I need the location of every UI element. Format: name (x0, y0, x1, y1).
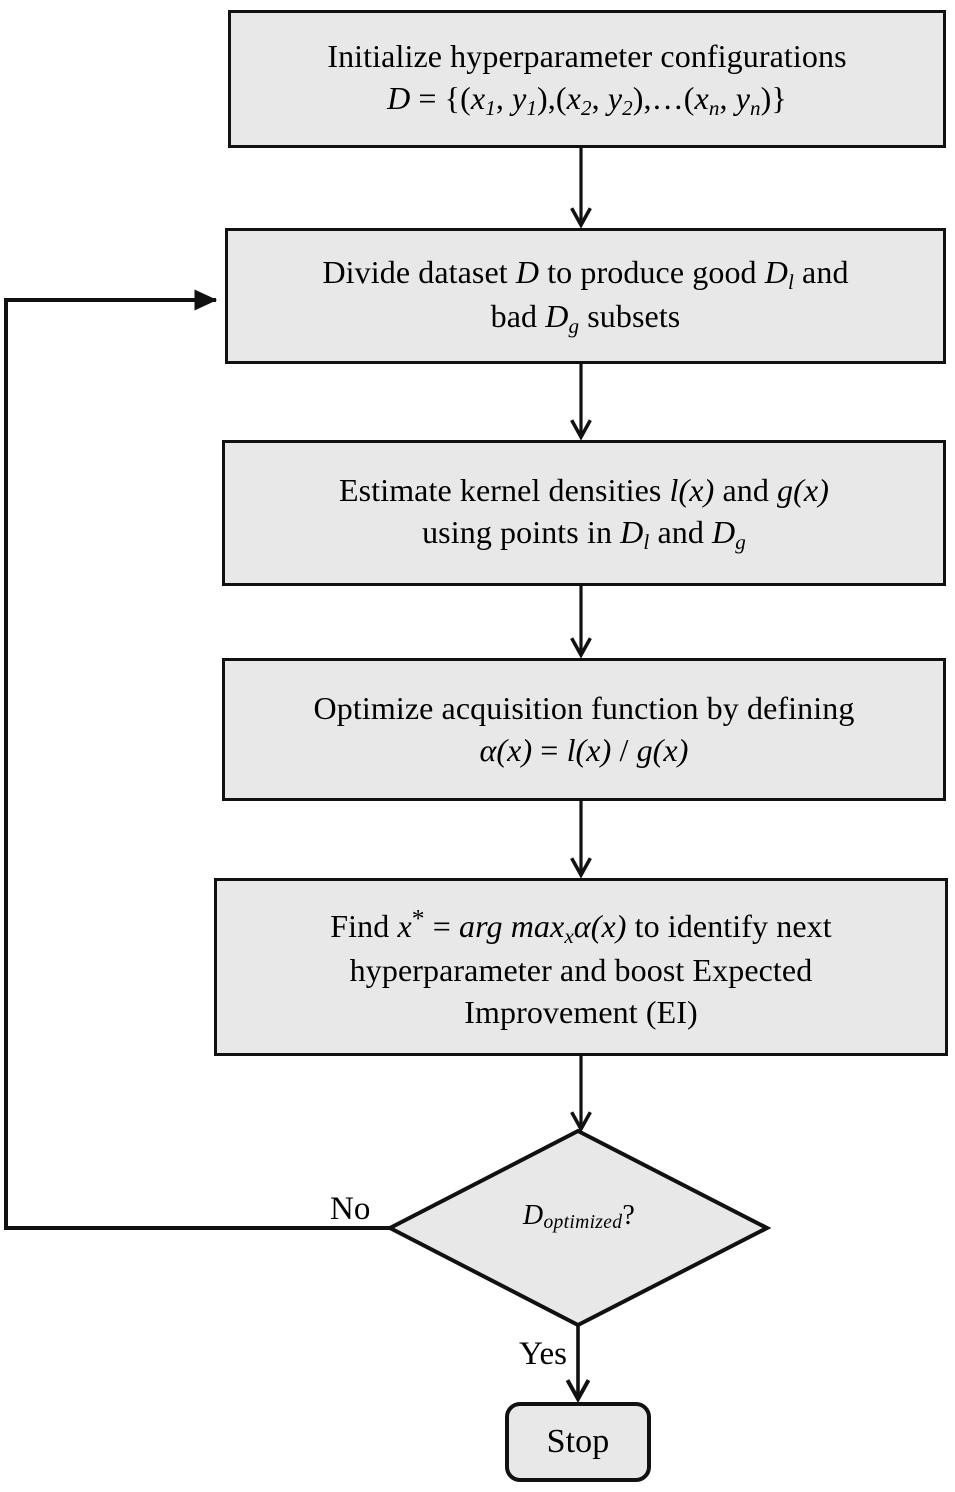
node-estimate-densities-line1: Estimate kernel densities l(x) and g(x) (339, 472, 829, 509)
node-divide-dataset-text: Divide dataset D to produce good Dl and … (228, 252, 943, 341)
node-divide-dataset-line1: Divide dataset D to produce good Dl and (322, 253, 849, 294)
edge-label-yes: Yes (519, 1336, 568, 1372)
node-optimize-acquisition-line1: Optimize acquisition function by definin… (313, 689, 855, 726)
node-find-argmax-line3: Improvement (EI) (464, 993, 698, 1030)
node-optimize-acquisition[interactable]: Optimize acquisition function by definin… (222, 658, 946, 801)
node-find-argmax[interactable]: Find x* = arg maxxα(x) to identify next … (214, 878, 948, 1056)
node-divide-dataset-line2: bad Dg subsets (490, 298, 681, 338)
node-estimate-densities-line2: using points in Dl and Dg (422, 513, 746, 554)
node-stop-label: Stop (546, 1422, 610, 1460)
node-estimate-densities-text: Estimate kernel densities l(x) and g(x) … (225, 470, 943, 556)
node-find-argmax-line1: Find x* = arg maxxα(x) to identify next (330, 902, 832, 948)
node-find-argmax-text: Find x* = arg maxxα(x) to identify next … (217, 901, 945, 1033)
node-initialize-text: Initialize hyperparameter configurations… (231, 36, 943, 122)
node-optimize-acquisition-line2: α(x) = l(x) / g(x) (479, 731, 689, 768)
node-stop[interactable]: Stop (505, 1402, 651, 1482)
edge-label-no: No (330, 1191, 371, 1227)
node-divide-dataset[interactable]: Divide dataset D to produce good Dl and … (225, 228, 946, 364)
node-find-argmax-line2: hyperparameter and boost Expected (349, 951, 813, 988)
node-estimate-densities[interactable]: Estimate kernel densities l(x) and g(x) … (222, 440, 946, 586)
node-initialize-line1: Initialize hyperparameter configurations (327, 38, 847, 75)
decision-label: Doptimized? (522, 1200, 636, 1233)
node-optimize-acquisition-text: Optimize acquisition function by definin… (225, 688, 943, 771)
node-initialize[interactable]: Initialize hyperparameter configurations… (228, 10, 946, 148)
node-initialize-line2: D = {(x1, y1),(x2, y2),…(xn, yn)} (387, 79, 787, 120)
